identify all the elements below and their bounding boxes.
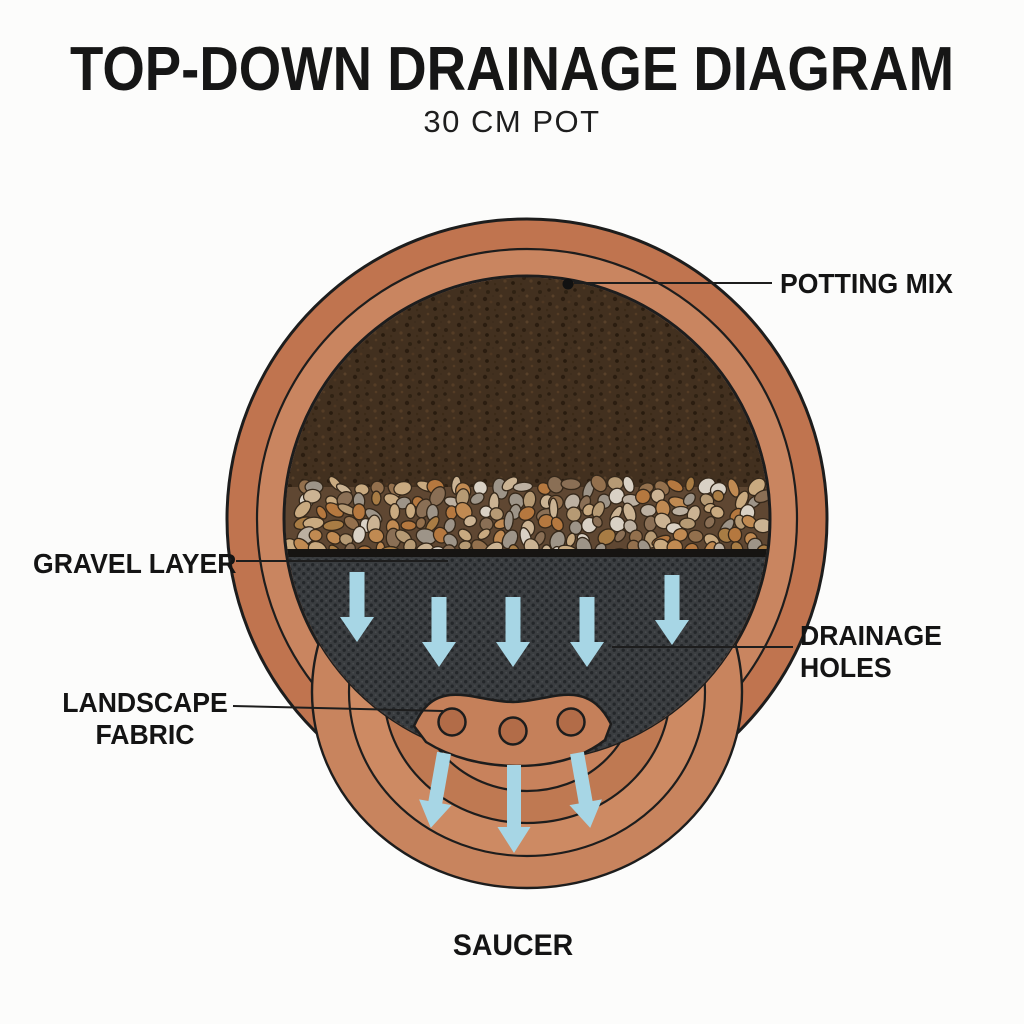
pebble [315,505,328,520]
pebble [404,502,417,520]
pebble [547,475,564,494]
label-drainage-holes: DRAINAGE HOLES [800,620,942,684]
pebble [622,475,635,494]
pebble [512,481,534,493]
drainage-hole-3 [556,707,586,737]
pebble [687,529,704,543]
pebble [685,476,696,492]
pebble [351,525,367,544]
pebble [322,519,345,532]
pebble [703,515,716,529]
page-subtitle: 30 CM POT [423,104,601,139]
potting-mix-dot [562,278,574,290]
pebble [710,505,725,519]
pebble [712,489,725,503]
pebble [293,500,312,519]
pebble [678,517,697,530]
pebble [666,478,684,493]
pebble [371,490,382,506]
leader-lines [232,278,793,712]
label-drainage-line2: HOLES [800,652,892,683]
landscape-fabric-leader-line [232,705,444,712]
pebble [339,533,354,546]
drainage-hole-1 [437,707,467,737]
label-fabric-line1: LANDSCAPE [62,687,228,718]
label-potting-mix: POTTING MIX [780,268,953,299]
pebble [753,517,769,534]
pebble [302,488,322,504]
label-fabric-line2: FABRIC [95,719,195,750]
pebble [639,503,657,518]
label-saucer: SAUCER [452,929,574,962]
pebble [590,474,608,493]
pebble [672,528,689,542]
pebble [472,480,488,496]
label-gravel-layer: GRAVEL LAYER [33,548,237,579]
pebble [336,491,354,507]
pebble [727,526,743,543]
pebble [560,478,582,491]
page-title: TOP-DOWN DRAINAGE DIAGRAM [69,35,955,104]
pebble [682,492,696,507]
pebble [388,503,401,521]
pebble [393,480,413,496]
label-drainage-line1: DRAINAGE [800,620,942,651]
label-landscape-fabric: LANDSCAPE FABRIC [43,687,246,751]
pebble [367,528,385,544]
pebble [727,478,740,498]
pebble [635,488,651,505]
drainage-hole-2 [498,716,528,746]
pebble [671,505,690,517]
